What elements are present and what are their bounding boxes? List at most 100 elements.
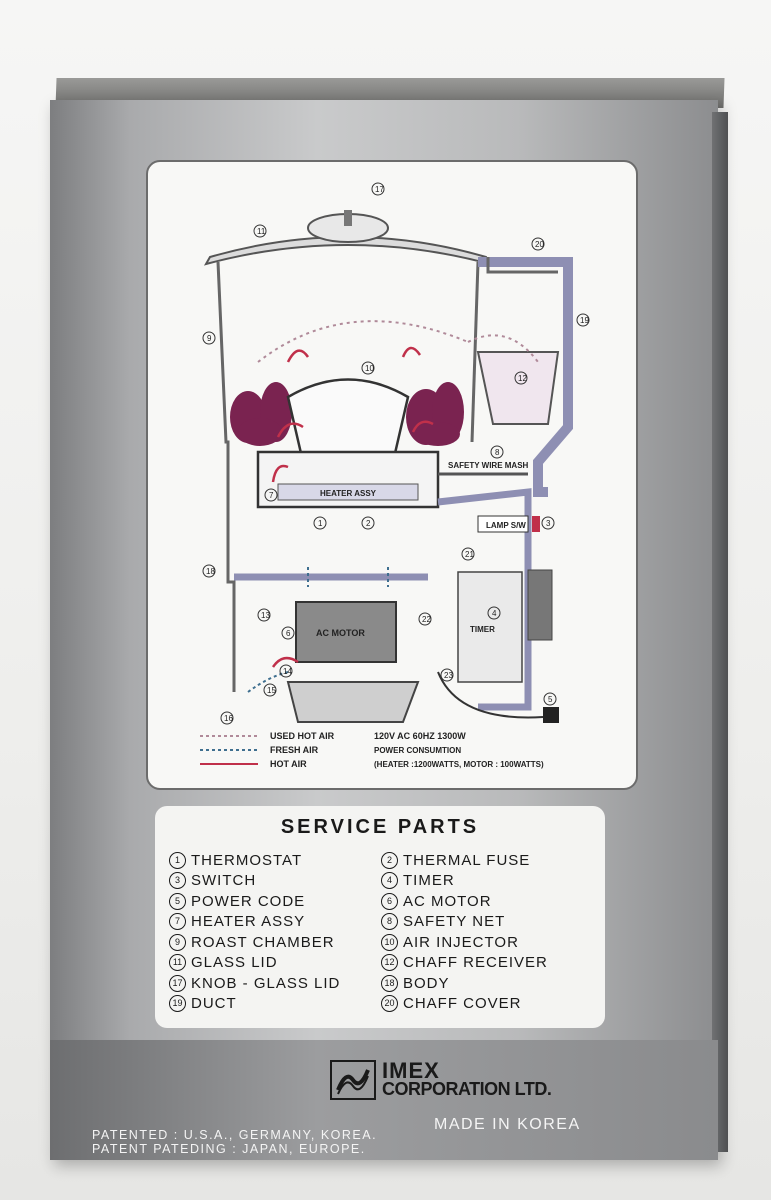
part-name: POWER CODE <box>191 892 306 910</box>
part-item: 1 THERMOSTAT <box>169 850 340 871</box>
part-name: THERMAL FUSE <box>403 851 531 869</box>
part-name: SWITCH <box>191 872 257 890</box>
svg-text:7: 7 <box>269 491 274 500</box>
part-number: 9 <box>169 933 186 951</box>
part-item: 6 AC MOTOR <box>381 891 548 912</box>
hot-air-arrows <box>271 346 434 668</box>
part-number: 1 <box>169 851 186 869</box>
switch-button <box>532 516 540 532</box>
svg-text:3: 3 <box>546 519 551 528</box>
label-ac-motor: AC MOTOR <box>316 628 365 638</box>
power-plug <box>543 707 559 723</box>
svg-text:6: 6 <box>286 629 291 638</box>
part-item: 5 POWER CODE <box>169 891 340 912</box>
service-parts-panel: SERVICE PARTS 1 THERMOSTAT 3 SWITCH 5 POWER… <box>155 806 605 1028</box>
part-number: 12 <box>381 954 398 972</box>
timer-unit <box>457 571 523 683</box>
part-number: 19 <box>169 995 186 1013</box>
chaff-duct <box>478 257 573 497</box>
spec-power-label: POWER CONSUMTION <box>374 746 461 755</box>
patent-line2: PATENT PATEDING : JAPAN, EUROPE. <box>92 1142 366 1156</box>
part-item: 7 HEATER ASSY <box>169 912 340 933</box>
part-name: KNOB - GLASS LID <box>191 974 341 992</box>
part-name: THERMOSTAT <box>191 851 303 869</box>
service-parts-title: SERVICE PARTS <box>280 816 480 838</box>
svg-text:20: 20 <box>535 240 544 249</box>
heater-coil <box>277 483 419 501</box>
svg-text:12: 12 <box>518 374 527 383</box>
label-safety-wire-mash: SAFETY WIRE MASH <box>448 461 529 470</box>
power-cord <box>437 671 544 719</box>
legend-hot-air: HOT AIR <box>270 759 307 769</box>
label-lamp-sw: LAMP S/W <box>486 521 526 530</box>
svg-text:10: 10 <box>365 364 374 373</box>
power-specs: 120V AC 60HZ 1300W POWER CONSUMTION (HEA… <box>374 731 544 769</box>
svg-text:18: 18 <box>206 567 215 576</box>
timer-knob <box>527 569 553 641</box>
svg-text:21: 21 <box>465 550 474 559</box>
svg-text:13: 13 <box>261 611 270 620</box>
svg-text:2: 2 <box>366 519 371 528</box>
part-number: 10 <box>381 933 398 951</box>
roast-chamber-wall-right <box>470 261 480 443</box>
svg-text:14: 14 <box>283 667 292 676</box>
made-in-label: MADE IN KOREA <box>434 1116 581 1133</box>
patent-info: PATENTED : U.S.A., GERMANY, KOREA. PATEN… <box>92 1128 377 1156</box>
svg-text:1: 1 <box>318 519 323 528</box>
part-name: BODY <box>403 974 450 992</box>
svg-text:23: 23 <box>444 671 453 680</box>
roaster-diagram-panel: HEATER ASSY SAFETY WIRE MASH LAMP S/W TI… <box>146 160 638 790</box>
part-number: 7 <box>169 913 186 931</box>
brand-name: IMEX CORPORATION LTD. <box>382 1058 552 1099</box>
box-lower-band <box>50 1040 718 1160</box>
part-number: 2 <box>381 851 398 869</box>
part-item: 18 BODY <box>381 973 548 994</box>
used-hot-air-paths <box>257 320 539 363</box>
brand-line1: IMEX <box>382 1058 440 1083</box>
label-timer: TIMER <box>470 625 495 634</box>
svg-text:16: 16 <box>224 714 233 723</box>
imex-logo: IMEX CORPORATION LTD. <box>330 1058 552 1100</box>
part-number: 6 <box>381 892 398 910</box>
motor-base <box>286 681 420 723</box>
svg-text:8: 8 <box>495 448 500 457</box>
svg-text:15: 15 <box>267 686 276 695</box>
patent-line1: PATENTED : U.S.A., GERMANY, KOREA. <box>92 1128 378 1142</box>
part-item: 9 ROAST CHAMBER <box>169 932 340 953</box>
part-number: 11 <box>169 954 186 972</box>
part-number: 4 <box>381 872 398 890</box>
part-name: AIR INJECTOR <box>403 933 519 951</box>
parts-list-left: 1 THERMOSTAT 3 SWITCH 5 POWER CODE 7 HEATER … <box>169 850 340 1014</box>
svg-text:22: 22 <box>422 615 431 624</box>
imex-logo-mark <box>330 1060 376 1100</box>
roaster-cutaway-diagram: HEATER ASSY SAFETY WIRE MASH LAMP S/W TI… <box>200 182 590 769</box>
part-name: CHAFF COVER <box>403 995 522 1013</box>
part-number: 3 <box>169 872 186 890</box>
chaff-receiver <box>476 351 560 425</box>
part-name: HEATER ASSY <box>191 913 306 931</box>
part-number: 5 <box>169 892 186 910</box>
label-heater-assy: HEATER ASSY <box>320 489 377 498</box>
svg-text:17: 17 <box>375 185 384 194</box>
part-number: 20 <box>381 995 398 1013</box>
spec-voltage: 120V AC 60HZ 1300W <box>374 731 466 741</box>
part-item: 4 TIMER <box>381 871 548 892</box>
part-name: AC MOTOR <box>403 892 492 910</box>
part-name: GLASS LID <box>191 954 278 972</box>
part-number: 18 <box>381 974 398 992</box>
callout-numbers: 17 11 20 9 19 10 12 8 7 1 2 3 21 4 18 13… <box>202 182 590 725</box>
svg-text:4: 4 <box>492 609 497 618</box>
part-name: DUCT <box>191 995 237 1013</box>
diagram-legend: USED HOT AIR FRESH AIR HOT AIR <box>200 731 335 769</box>
roast-chamber-wall <box>216 261 236 692</box>
spec-power-detail: (HEATER :1200WATTS, MOTOR : 100WATTS) <box>374 760 544 769</box>
part-name: ROAST CHAMBER <box>191 933 335 951</box>
svg-text:5: 5 <box>548 695 553 704</box>
legend-used-hot-air: USED HOT AIR <box>270 731 335 741</box>
box-side-edge <box>712 112 728 1152</box>
part-name: TIMER <box>403 872 455 890</box>
